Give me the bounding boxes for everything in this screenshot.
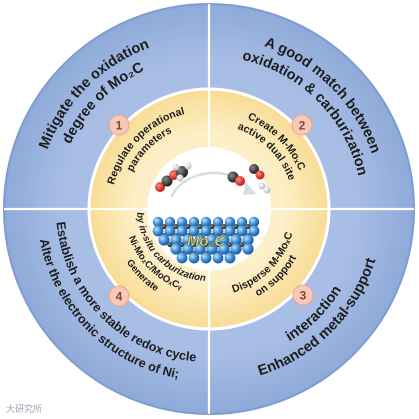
mo-atom	[170, 234, 182, 246]
co-molecule-2	[249, 164, 265, 180]
mo-atom	[158, 234, 170, 246]
c-atom	[215, 241, 221, 248]
c-atom	[191, 241, 197, 248]
mo-atom	[188, 216, 200, 228]
mo-atom	[230, 234, 242, 246]
mo-atom	[176, 252, 188, 264]
mo-atom	[236, 225, 248, 237]
mo-atom	[152, 216, 164, 228]
c-atom	[239, 241, 245, 248]
mo-atom	[236, 216, 248, 228]
mo-atom	[224, 216, 236, 228]
watermark: 大研究所	[6, 404, 43, 414]
h2-molecule	[258, 182, 271, 194]
mo-atom	[164, 216, 176, 228]
mo-atom	[242, 234, 254, 246]
mo-atom	[248, 225, 260, 237]
mo-atom	[182, 243, 194, 255]
c-atom	[173, 223, 179, 230]
mo-atom	[194, 243, 206, 255]
mo-atom	[224, 252, 236, 264]
c-atom	[161, 223, 167, 230]
mo-atom	[212, 225, 224, 237]
ch4-molecule	[172, 162, 192, 182]
badge-1: 1	[108, 114, 130, 136]
badge-1-label: 1	[116, 119, 123, 133]
mo-atom	[200, 216, 212, 228]
c-atom	[233, 223, 239, 230]
core-label: Mo₂C	[187, 233, 226, 250]
mo-atom	[230, 243, 242, 255]
mo-atom	[200, 252, 212, 264]
mo-atom	[194, 234, 206, 246]
c-atom	[227, 241, 233, 248]
badge-4-label: 4	[116, 290, 123, 304]
mo-atom	[206, 234, 218, 246]
mo-atom	[212, 216, 224, 228]
mo2c-lattice	[152, 216, 260, 264]
mo-atom	[206, 243, 218, 255]
badge-4: 4	[108, 285, 130, 307]
mo-atom	[242, 243, 254, 255]
c-atom	[179, 241, 185, 248]
mo-atom	[182, 234, 194, 246]
mo-atom	[200, 225, 212, 237]
mo-atom	[248, 216, 260, 228]
mo-atom	[218, 243, 230, 255]
c-atom	[209, 223, 215, 230]
mo-atom	[224, 225, 236, 237]
mo-atom	[212, 252, 224, 264]
badge-3: 3	[292, 284, 314, 306]
badge-3-label: 3	[300, 289, 307, 303]
mo-atom	[218, 234, 230, 246]
catalyst-illustration: Mo₂C	[152, 162, 271, 264]
badge-2-label: 2	[299, 119, 306, 133]
c-atom	[167, 241, 173, 248]
co-molecule-1	[227, 171, 245, 186]
mo-atom	[152, 225, 164, 237]
c-atom	[197, 223, 203, 230]
c-atom	[245, 223, 251, 230]
mo-atom	[170, 243, 182, 255]
mo-atom	[188, 225, 200, 237]
badge-2: 2	[291, 114, 313, 136]
c-atom	[203, 241, 209, 248]
mo-atom	[176, 216, 188, 228]
c-atom	[221, 223, 227, 230]
mo-atom	[188, 252, 200, 264]
c-atom	[185, 223, 191, 230]
mo-atom	[176, 225, 188, 237]
mo-atom	[164, 225, 176, 237]
